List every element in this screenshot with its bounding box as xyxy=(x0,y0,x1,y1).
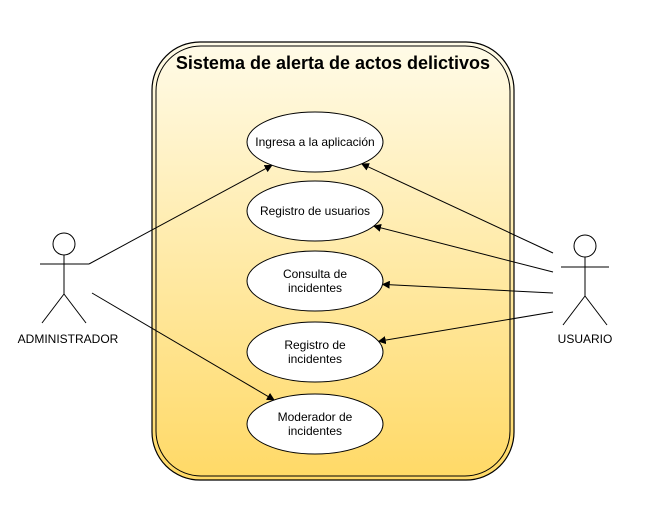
use-case-label: Registro de xyxy=(284,338,346,352)
stick-figure-icon xyxy=(40,232,89,324)
association-user-ingresa xyxy=(361,163,554,254)
use-case-ingresa[interactable]: Ingresa a la aplicación xyxy=(246,111,384,173)
use-case-ellipse xyxy=(246,111,384,173)
actor-usuario[interactable]: USUARIO xyxy=(558,234,613,346)
actor-administrador[interactable]: ADMINISTRADOR xyxy=(18,232,119,346)
association-user-registro-incidentes xyxy=(377,311,554,345)
use-case-ellipse xyxy=(246,180,384,242)
association-user-registro-usuarios xyxy=(373,223,554,273)
use-case-ellipse xyxy=(246,321,384,383)
use-case-ellipse xyxy=(246,250,384,312)
association-admin-moderador-incidentes xyxy=(91,292,275,401)
use-case-label: Moderador de xyxy=(278,410,353,424)
system-title: Sistema de alerta de actos delictivos xyxy=(176,53,490,73)
use-case-label: incidentes xyxy=(288,424,342,438)
use-case-label: Ingresa a la aplicación xyxy=(255,135,374,149)
use-case-registro-usuarios[interactable]: Registro de usuarios xyxy=(246,180,384,242)
use-case-ellipse xyxy=(246,393,384,455)
actor-label: ADMINISTRADOR xyxy=(18,332,119,346)
stick-figure-icon xyxy=(561,234,609,326)
use-case-label: incidentes xyxy=(288,352,342,366)
use-case-label: Registro de usuarios xyxy=(260,204,370,218)
associations xyxy=(88,163,554,401)
use-case-label: incidentes xyxy=(288,281,342,295)
actor-label: USUARIO xyxy=(558,332,613,346)
use-case-label: Consulta de xyxy=(283,267,347,281)
association-user-consulta-incidentes xyxy=(381,280,554,294)
association-admin-ingresa xyxy=(88,164,273,265)
